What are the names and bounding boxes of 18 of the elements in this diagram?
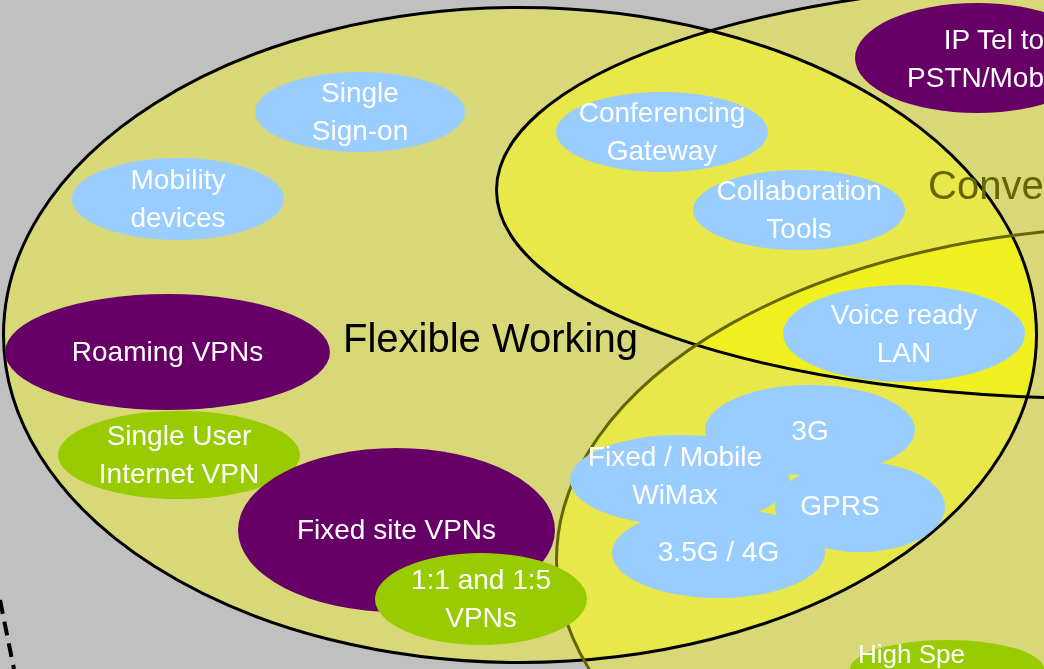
bubble-label: Conferencing Gateway xyxy=(577,96,747,168)
bubble-label: High Spe xyxy=(858,640,965,669)
ellipse-title: Flexible Working xyxy=(343,315,638,361)
bubble-label: Single Sign-on xyxy=(310,76,410,148)
bubble-label: Mobility devices xyxy=(129,163,227,235)
bubble-label: Roaming VPNs xyxy=(70,335,265,369)
bubble-label: 1:1 and 1:5 VPNs xyxy=(409,563,553,635)
cloud-label: 3G xyxy=(790,414,830,448)
bubble-label: Fixed site VPNs xyxy=(295,513,498,547)
cloud-cluster xyxy=(570,385,945,598)
cloud-label: 3.5G / 4G xyxy=(656,535,781,569)
bubble-label: Single User Internet VPN xyxy=(97,419,261,491)
bubble-label: Voice ready LAN xyxy=(829,297,979,370)
bubble-label: Collaboration Tools xyxy=(715,174,883,246)
cloud-label: Fixed / Mobile WiMax xyxy=(586,440,764,512)
cloud-label: GPRS xyxy=(799,489,881,523)
bubble-label: IP Tel to PSTN/Mob xyxy=(906,23,1044,95)
bubble xyxy=(855,3,1044,113)
